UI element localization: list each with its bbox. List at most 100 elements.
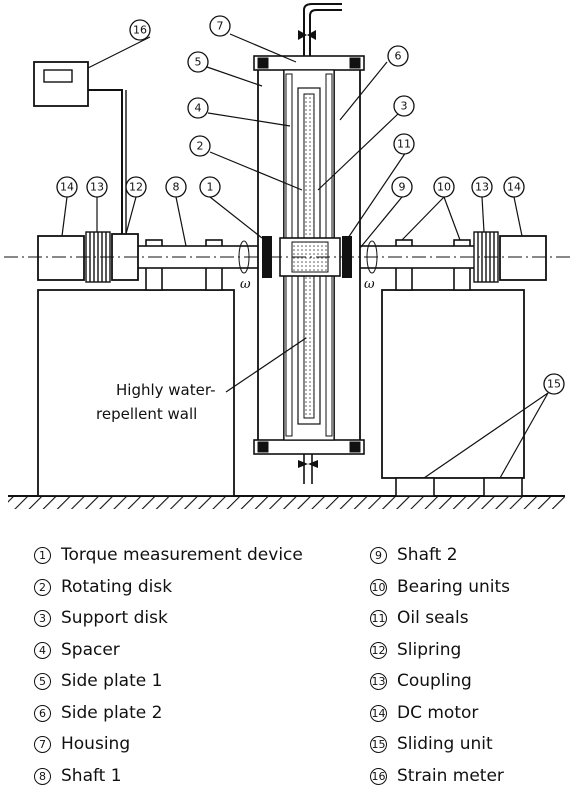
legend-item: 3 Support disk [34,603,303,635]
svg-text:13: 13 [90,181,104,194]
callout-7: 7 [210,16,230,36]
callout-13-left: 13 [87,177,107,197]
svg-text:13: 13 [475,181,489,194]
legend-number: 4 [34,642,51,659]
callout-14-right: 14 [504,177,524,197]
legend-label: Coupling [397,666,472,698]
legend-item: 2 Rotating disk [34,572,303,604]
svg-text:8: 8 [173,181,180,194]
legend-label: Side plate 1 [61,666,162,698]
strain-meter [34,62,88,106]
ground [8,496,565,509]
omega-left: ω [240,277,251,292]
svg-text:2: 2 [197,140,204,153]
callout-3: 3 [394,96,414,116]
callout-14-left: 14 [57,177,77,197]
legend-label: Side plate 2 [61,698,162,730]
svg-text:14: 14 [60,181,74,194]
svg-text:9: 9 [399,181,406,194]
dc-motor-left [38,236,84,280]
legend-label: Slipring [397,635,461,667]
wall-label-line1: Highly water- [116,381,215,399]
svg-text:7: 7 [217,20,224,33]
legend-item: 14 DC motor [370,698,510,730]
callout-11: 11 [394,134,414,154]
sliding-unit-right [484,478,522,496]
legend-number: 3 [34,610,51,627]
legend-number: 7 [34,736,51,753]
svg-text:11: 11 [397,138,411,151]
bottom-valve-icon [298,460,318,468]
svg-text:16: 16 [133,24,147,37]
callout-2: 2 [190,136,210,156]
legend-number: 14 [370,705,387,722]
legend-item: 12 Slipring [370,635,510,667]
legend-item: 9 Shaft 2 [370,540,510,572]
legend-label: DC motor [397,698,478,730]
legend-label: Strain meter [397,761,504,792]
svg-text:4: 4 [195,102,202,115]
svg-text:12: 12 [129,181,143,194]
legend-number: 6 [34,705,51,722]
legend-label: Sliding unit [397,729,493,761]
svg-text:1: 1 [207,181,214,194]
legend-item: 8 Shaft 1 [34,761,303,792]
legend-label: Support disk [61,603,168,635]
svg-text:15: 15 [547,378,561,391]
callout-12: 12 [126,177,146,197]
legend-label: Shaft 1 [61,761,122,792]
wall-label-line2: repellent wall [96,405,197,423]
legend-number: 16 [370,768,387,785]
callout-16: 16 [130,20,150,40]
legend-item: 16 Strain meter [370,761,510,792]
legend-label: Housing [61,729,130,761]
callout-5: 5 [188,52,208,72]
legend-number: 5 [34,673,51,690]
legend-number: 2 [34,579,51,596]
legend-number: 11 [370,610,387,627]
dc-motor-right [500,236,546,280]
legend-number: 1 [34,547,51,564]
legend-label: Torque measurement device [61,540,303,572]
legend-number: 12 [370,642,387,659]
callout-4: 4 [188,98,208,118]
svg-text:5: 5 [195,56,202,69]
legend-label: Rotating disk [61,572,172,604]
callout-1: 1 [200,177,220,197]
svg-text:3: 3 [401,100,408,113]
legend-number: 9 [370,547,387,564]
legend-item: 6 Side plate 2 [34,698,303,730]
apparatus-diagram: ω ω Highly water- repellent wall 16 7 5 [0,0,573,520]
callout-6: 6 [388,46,408,66]
strain-meter-cable [88,90,122,234]
legend: 1 Torque measurement device 2 Rotating dis… [0,530,573,788]
callout-15: 15 [544,374,564,394]
legend-left-column: 1 Torque measurement device 2 Rotating dis… [34,540,303,792]
legend-label: Shaft 2 [397,540,458,572]
callout-9: 9 [392,177,412,197]
callout-10: 10 [434,177,454,197]
legend-number: 15 [370,736,387,753]
right-base-block [382,290,524,478]
svg-text:10: 10 [437,181,451,194]
sliding-unit-left [396,478,434,496]
housing-bottom [254,440,364,454]
legend-label: Spacer [61,635,120,667]
callout-8: 8 [166,177,186,197]
legend-number: 8 [34,768,51,785]
legend-item: 4 Spacer [34,635,303,667]
svg-text:14: 14 [507,181,521,194]
legend-item: 11 Oil seals [370,603,510,635]
callout-13-right: 13 [472,177,492,197]
inlet-pipe [304,4,342,56]
top-valve-icon [298,30,316,40]
legend-label: Oil seals [397,603,469,635]
legend-label: Bearing units [397,572,510,604]
housing-top [254,56,364,70]
legend-number: 10 [370,579,387,596]
svg-text:6: 6 [395,50,402,63]
outlet-pipe [304,454,312,484]
legend-item: 10 Bearing units [370,572,510,604]
